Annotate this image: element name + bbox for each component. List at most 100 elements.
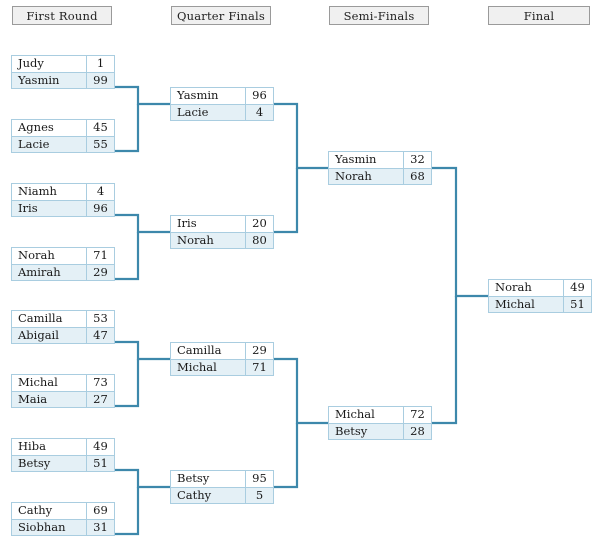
player-name: Norah bbox=[335, 169, 372, 183]
player-score: 71 bbox=[245, 360, 273, 375]
player-name: Yasmin bbox=[18, 73, 60, 87]
bracket-connector-line bbox=[274, 357, 328, 425]
bracket-connector-line bbox=[115, 232, 140, 281]
player-name: Betsy bbox=[18, 456, 51, 470]
player-name: Iris bbox=[177, 216, 197, 230]
bracket-connector-line bbox=[115, 359, 140, 408]
round-header-first-round: First Round bbox=[12, 6, 112, 25]
bracket-connector-line bbox=[432, 166, 488, 298]
player-score: 29 bbox=[86, 265, 114, 280]
player-name: Cathy bbox=[177, 488, 212, 502]
player-score: 69 bbox=[86, 503, 114, 519]
player-name: Betsy bbox=[335, 424, 368, 438]
match-row[interactable]: Lacie 55 bbox=[12, 136, 114, 152]
bracket-connector-line bbox=[432, 296, 458, 425]
bracket-connector-line bbox=[115, 468, 170, 489]
player-score: 71 bbox=[86, 248, 114, 264]
player-name: Hiba bbox=[18, 439, 46, 453]
match-row[interactable]: Norah 80 bbox=[171, 232, 273, 248]
player-score: 49 bbox=[563, 280, 591, 296]
player-score: 73 bbox=[86, 375, 114, 391]
match-row[interactable]: Iris 20 bbox=[171, 216, 273, 232]
match-row[interactable]: Norah 71 bbox=[12, 248, 114, 264]
round-header-semi-finals: Semi-Finals bbox=[329, 6, 429, 25]
bracket-connector-line bbox=[115, 104, 140, 153]
bracket-connector-line bbox=[115, 340, 170, 361]
player-score: 53 bbox=[86, 311, 114, 327]
player-name: Abigail bbox=[18, 328, 59, 342]
player-name: Siobhan bbox=[18, 520, 66, 534]
player-name: Norah bbox=[177, 233, 214, 247]
bracket-connector-line bbox=[274, 168, 299, 234]
player-name: Lacie bbox=[18, 137, 50, 151]
player-score: 27 bbox=[86, 392, 114, 407]
match-row[interactable]: Maia 27 bbox=[12, 391, 114, 407]
match-row[interactable]: Norah 49 bbox=[489, 280, 591, 296]
player-name: Norah bbox=[18, 248, 55, 262]
player-name: Iris bbox=[18, 201, 38, 215]
player-score: 49 bbox=[86, 439, 114, 455]
bracket-connector-line bbox=[274, 423, 299, 489]
player-name: Michal bbox=[335, 407, 375, 421]
player-name: Maia bbox=[18, 392, 48, 406]
player-name: Michal bbox=[18, 375, 58, 389]
player-score: 55 bbox=[86, 137, 114, 152]
player-score: 80 bbox=[245, 233, 273, 248]
match-row[interactable]: Michal 73 bbox=[12, 375, 114, 391]
player-score: 31 bbox=[86, 520, 114, 535]
player-name: Norah bbox=[495, 280, 532, 294]
player-score: 95 bbox=[245, 471, 273, 487]
match-row[interactable]: Michal 51 bbox=[489, 296, 591, 312]
player-name: Lacie bbox=[177, 105, 209, 119]
match-row[interactable]: Hiba 49 bbox=[12, 439, 114, 455]
player-name: Betsy bbox=[177, 471, 210, 485]
match-row[interactable]: Abigail 47 bbox=[12, 327, 114, 343]
player-score: 1 bbox=[86, 56, 114, 72]
match-row[interactable]: Siobhan 31 bbox=[12, 519, 114, 535]
player-score: 72 bbox=[403, 407, 431, 423]
player-score: 96 bbox=[86, 201, 114, 216]
player-score: 20 bbox=[245, 216, 273, 232]
player-score: 51 bbox=[563, 297, 591, 312]
player-score: 29 bbox=[245, 343, 273, 359]
match-row[interactable]: Betsy 95 bbox=[171, 471, 273, 487]
player-name: Michal bbox=[495, 297, 535, 311]
match-row[interactable]: Iris 96 bbox=[12, 200, 114, 216]
player-score: 47 bbox=[86, 328, 114, 343]
match-row[interactable]: Michal 72 bbox=[329, 407, 431, 423]
player-name: Yasmin bbox=[177, 88, 219, 102]
player-name: Agnes bbox=[18, 120, 54, 134]
bracket-connector-line bbox=[115, 487, 140, 536]
